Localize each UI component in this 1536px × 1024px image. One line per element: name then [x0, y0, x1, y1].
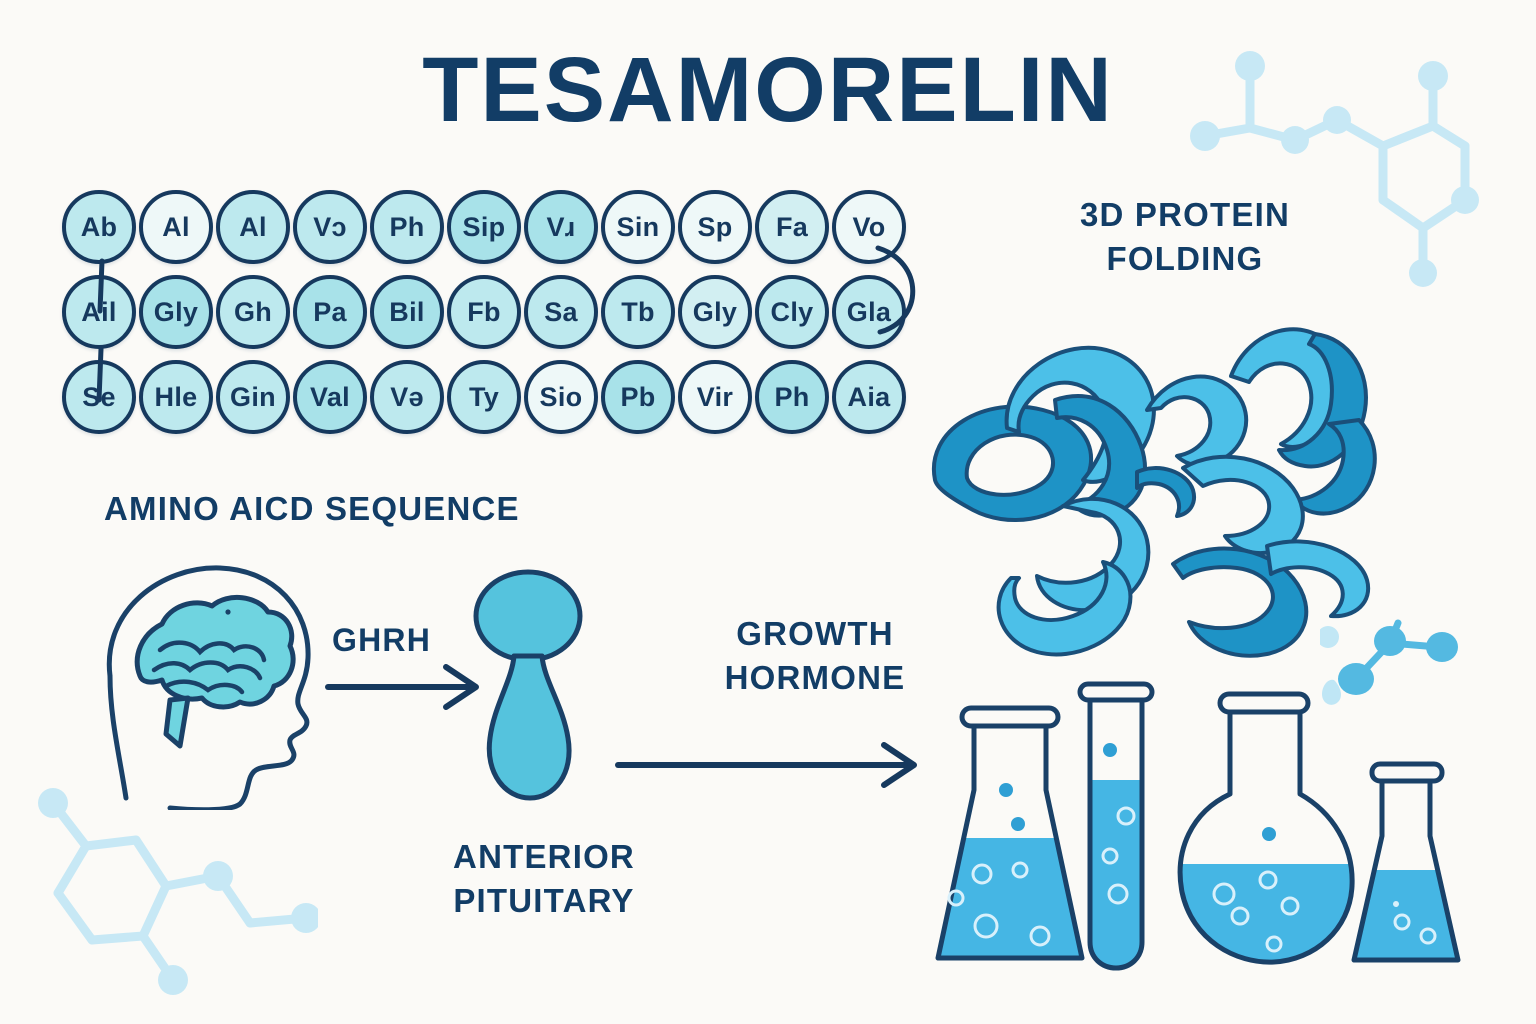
growth-hormone-arrow [615, 742, 917, 788]
amino-acid-node: Pa [293, 275, 367, 349]
amino-acid-node: Sio [524, 360, 598, 434]
erlenmeyer-flask-small [1351, 761, 1461, 963]
amino-acid-node: Və [370, 360, 444, 434]
amino-acid-node: Tb [601, 275, 675, 349]
lab-glassware-group [935, 679, 1461, 971]
ghrh-label: GHRH [332, 622, 432, 658]
page-title: TESAMORELIN [422, 39, 1114, 141]
amino-acid-node: Cly [755, 275, 829, 349]
amino-acid-node: Ph [370, 190, 444, 264]
molecule-decoration-mid-right [1320, 619, 1458, 695]
amino-acid-node: Gly [678, 275, 752, 349]
amino-acid-node: Val [293, 360, 367, 434]
ghrh-arrow [325, 664, 479, 710]
anterior-pituitary-gland [473, 569, 583, 801]
anterior-pituitary-label: ANTERIOR PITUITARY [453, 838, 635, 919]
amino-acid-node: Al [216, 190, 290, 264]
amino-acid-node: Bil [370, 275, 444, 349]
amino-acid-node: Hle [139, 360, 213, 434]
amino-acid-node: Sp [678, 190, 752, 264]
molecule-decoration-bottom-left [38, 788, 318, 995]
erlenmeyer-flask-large [935, 705, 1085, 961]
amino-acid-node: Vɔ [293, 190, 367, 264]
round-bottom-flask [1177, 691, 1355, 965]
amino-acid-node: Pb [601, 360, 675, 434]
droplet-icon [1322, 679, 1341, 705]
amino-acid-sequence-label: AMINO AICD SEQUENCE [104, 490, 520, 527]
amino-acid-node: Ab [62, 190, 136, 264]
sequence-connector-right [875, 245, 916, 335]
amino-acid-node: Vɹ [524, 190, 598, 264]
amino-acid-node: Gh [216, 275, 290, 349]
amino-acid-node: Gin [216, 360, 290, 434]
amino-acid-node: Aia [832, 360, 906, 434]
amino-acid-node: Vir [678, 360, 752, 434]
amino-acid-node: Ty [447, 360, 521, 434]
sequence-connector-left [96, 258, 105, 403]
protein-ribbon-diagram: .rb-l { fill:#4cc0e8; stroke:#1a4f7a; st… [931, 327, 1377, 658]
amino-acid-node: Ph [755, 360, 829, 434]
amino-acid-node: Gla [832, 275, 906, 349]
amino-acid-node: Al [139, 190, 213, 264]
head-profile-with-brain [106, 565, 311, 810]
amino-acid-node: Sa [524, 275, 598, 349]
protein-folding-label: 3D PROTEIN FOLDING [1079, 196, 1291, 277]
amino-acid-node: Fb [447, 275, 521, 349]
amino-acid-node: Vo [832, 190, 906, 264]
molecule-decoration-top-right [1190, 51, 1479, 287]
amino-acid-node: Fa [755, 190, 829, 264]
amino-acid-node: Gly [139, 275, 213, 349]
test-tube [1077, 681, 1155, 971]
growth-hormone-label: GROWTH HORMONE [724, 615, 906, 696]
amino-acid-node: Sin [601, 190, 675, 264]
amino-acid-node: Sip [447, 190, 521, 264]
